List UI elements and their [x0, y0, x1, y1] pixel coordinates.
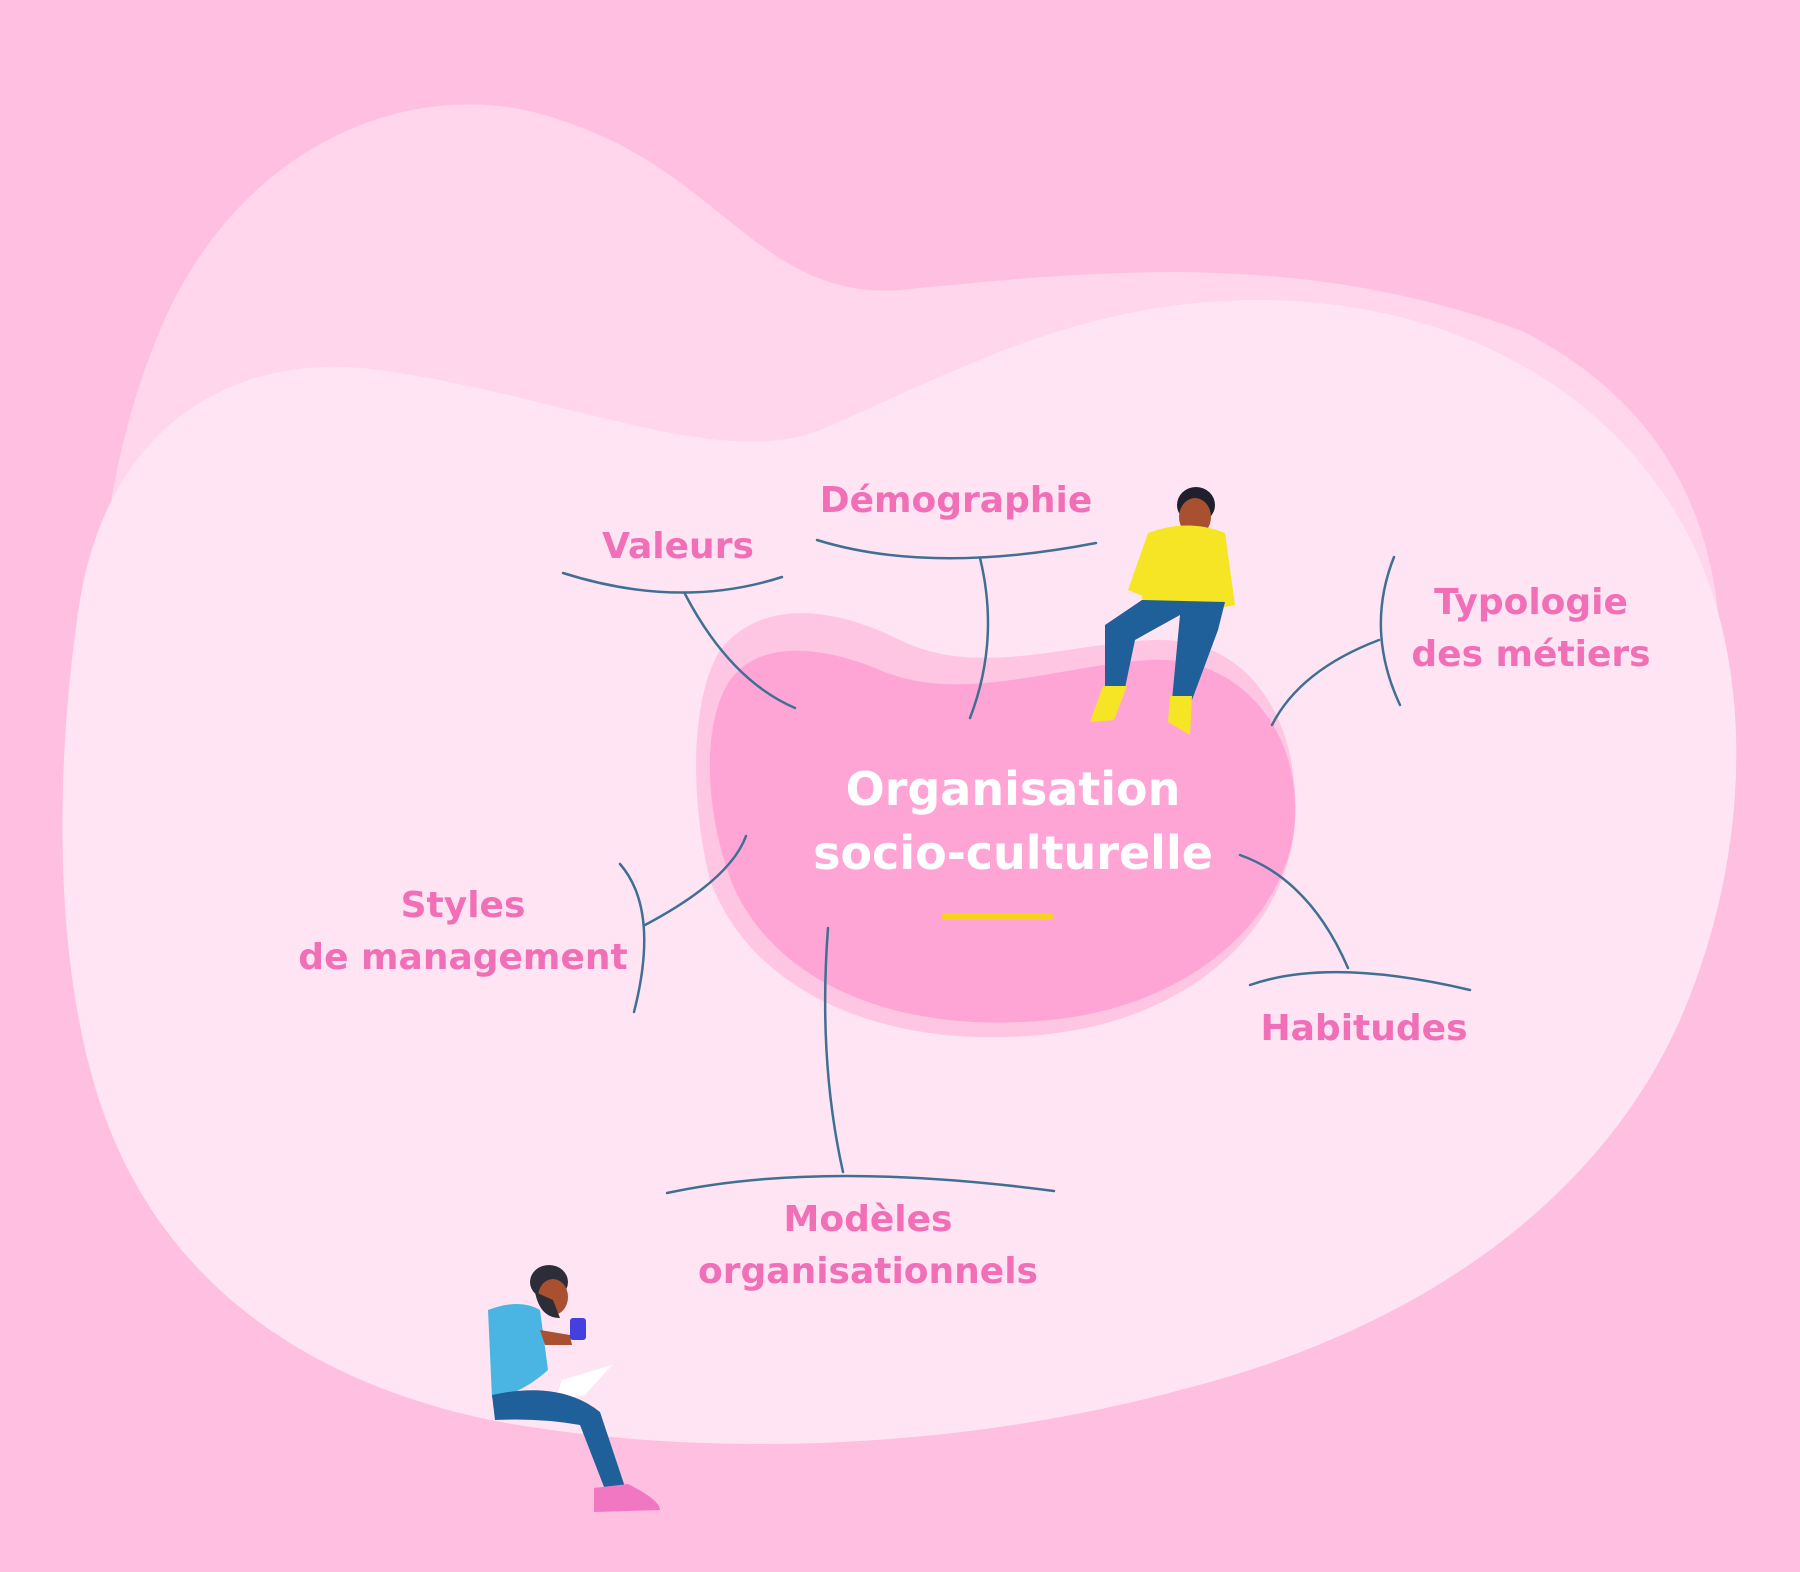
- center-title-line1: Organisation: [845, 762, 1181, 816]
- branch-label-modeles: Modèles organisationnels: [698, 1194, 1038, 1298]
- bottom-person-shirt: [488, 1304, 548, 1398]
- connector-styles-stem: [643, 834, 748, 927]
- bottom-person-beard: [535, 1292, 560, 1318]
- connector-demographie: [815, 538, 1098, 560]
- connector-modeles-stem: [823, 926, 845, 1174]
- branch-label-typologie: Typologie des métiers: [1411, 577, 1650, 681]
- connector-modeles: [665, 1174, 1056, 1195]
- connector-demographie-stem: [968, 556, 990, 720]
- branch-label-habitudes: Habitudes: [1261, 1003, 1468, 1055]
- top-person-legs: [1105, 600, 1225, 700]
- branch-label-demographie: Démographie: [820, 475, 1093, 527]
- branch-valeurs-text: Valeurs: [602, 526, 754, 567]
- branch-styles-line1: Styles: [400, 885, 526, 926]
- person-reading-illustration: [488, 1265, 660, 1512]
- connector-valeurs-stem: [683, 592, 797, 710]
- connector-valeurs: [561, 571, 784, 594]
- branch-label-valeurs: Valeurs: [602, 521, 754, 573]
- connector-habitudes-stem: [1238, 853, 1350, 970]
- branch-typologie-line1: Typologie: [1434, 582, 1628, 623]
- branch-habitudes-text: Habitudes: [1260, 1008, 1468, 1049]
- connector-typologie-stem: [1270, 638, 1381, 727]
- top-person-arm-right: [1212, 533, 1235, 608]
- person-sitting-illustration: [1090, 487, 1235, 735]
- branch-styles-line2: de management: [298, 937, 628, 978]
- connector-lines: [561, 538, 1472, 1195]
- top-person-shoe-right: [1168, 696, 1192, 735]
- connector-styles: [618, 862, 646, 1014]
- top-person-shirt: [1142, 525, 1233, 606]
- bottom-person-shoe: [594, 1484, 660, 1512]
- branch-modeles-line2: organisationnels: [698, 1251, 1038, 1292]
- branch-demographie-text: Démographie: [819, 480, 1093, 521]
- paper-sheet: [555, 1365, 612, 1400]
- top-person-shoe-left: [1090, 686, 1127, 722]
- bottom-person-legs: [492, 1390, 626, 1492]
- center-node-title: Organisation socio-culturelle: [813, 757, 1213, 885]
- top-person-arm-left: [1128, 533, 1160, 596]
- branch-label-styles: Styles de management: [298, 880, 627, 984]
- phone-icon: [570, 1318, 586, 1340]
- connector-typologie: [1379, 555, 1402, 707]
- branch-modeles-line1: Modèles: [783, 1199, 953, 1240]
- bottom-person-arm: [540, 1330, 572, 1345]
- branch-typologie-line2: des métiers: [1411, 634, 1651, 675]
- center-blob: [709, 650, 1296, 1023]
- center-accent-underline: [942, 913, 1053, 920]
- connector-habitudes: [1248, 970, 1472, 992]
- center-title-line2: socio-culturelle: [813, 826, 1213, 880]
